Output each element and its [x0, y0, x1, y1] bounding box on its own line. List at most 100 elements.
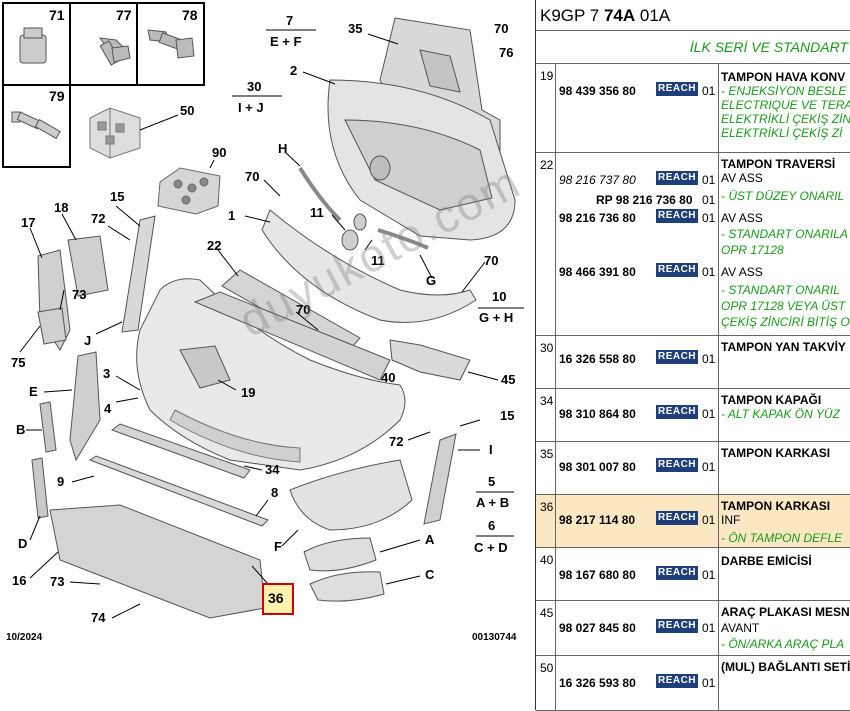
air-duct-19-shape	[179, 345, 231, 389]
callout-71: 71	[49, 7, 65, 23]
part-note: - STANDART ONARILA	[721, 227, 848, 241]
column-divider	[718, 656, 719, 710]
part-number[interactable]: 98 217 114 80	[559, 513, 636, 527]
strip-9-shape	[88, 455, 269, 527]
part-number[interactable]: 98 167 680 80	[559, 568, 636, 582]
bumper-upper-1-shape	[261, 209, 477, 323]
part-number[interactable]: 16 326 558 80	[559, 352, 636, 366]
side-bracket-I-shape	[423, 433, 457, 525]
callout-6: 6	[488, 518, 496, 533]
quantity: 01	[702, 84, 716, 98]
catalog-subtitle-bar: İLK SERİ VE STANDART	[536, 31, 850, 64]
part-number[interactable]: 98 027 845 80	[559, 621, 636, 635]
callout-30: 30	[247, 79, 262, 94]
fastener-inset-grid	[2, 2, 205, 168]
quantity: 01	[702, 265, 716, 279]
callout-I: I	[489, 442, 493, 457]
exploded-parts-diagram: 71 77 78 79 50 90 7 E + F 30 I + J 35 70…	[2, 2, 529, 643]
part-note: - STANDART ONARIL	[721, 283, 840, 297]
part-name: DARBE EMİCİSİ	[721, 554, 812, 568]
catalog-header: K9GP 7 74A 01A	[536, 0, 850, 31]
callout-4: 4	[104, 401, 112, 416]
grille-2-shape	[327, 79, 516, 241]
bolt-77-shape	[98, 37, 131, 66]
callout-73-bottom: 73	[50, 574, 65, 589]
part-number[interactable]: 16 326 593 80	[559, 676, 636, 690]
part-number[interactable]: RP 98 216 736 80	[596, 193, 693, 207]
quantity: 01	[702, 460, 716, 474]
callout-15-left: 15	[110, 189, 125, 204]
strip-B-shape	[39, 401, 57, 453]
callout-90: 90	[212, 145, 227, 160]
column-divider	[555, 548, 556, 600]
callout-72-right: 72	[389, 434, 404, 449]
part-number[interactable]: 98 216 737 80	[559, 173, 636, 187]
column-divider	[555, 153, 556, 335]
quantity: 01	[702, 676, 716, 690]
reach-badge: REACH	[656, 82, 698, 96]
catalog-code-bold: 74A	[603, 6, 636, 25]
callout-75: 75	[11, 355, 26, 370]
part-index: 34	[540, 394, 554, 408]
column-divider	[718, 548, 719, 600]
callout-16: 16	[12, 573, 27, 588]
column-divider	[718, 64, 719, 152]
part-index: 19	[540, 69, 554, 83]
part-number[interactable]: 98 439 356 80	[559, 84, 636, 98]
part-number[interactable]: 98 466 391 80	[559, 265, 636, 279]
callout-G: G	[426, 273, 437, 288]
column-divider	[555, 601, 556, 655]
part-note: ELEKTRİKLİ ÇEKİŞ ZİN	[721, 112, 850, 126]
callout-30-sub: I + J	[238, 100, 264, 115]
clip-71-shape	[19, 27, 47, 64]
callout-45: 45	[501, 372, 516, 387]
column-divider	[718, 601, 719, 655]
callout-70-lower: 70	[296, 302, 311, 317]
callout-22: 22	[207, 238, 222, 253]
lower-grille-34-shape	[110, 423, 251, 479]
callout-73-top: 73	[72, 287, 87, 302]
column-divider	[555, 656, 556, 710]
part-number[interactable]: 98 301 007 80	[559, 460, 636, 474]
reach-badge: REACH	[656, 566, 698, 580]
callout-34: 34	[265, 462, 280, 477]
part-note: AVANT	[721, 621, 760, 635]
callout-7: 7	[286, 13, 294, 28]
part-note: AV ASS	[721, 211, 763, 225]
column-divider	[555, 389, 556, 441]
part-number[interactable]: 98 216 736 80	[559, 211, 636, 225]
column-divider	[718, 153, 719, 335]
callout-77: 77	[116, 7, 132, 23]
part-note: ELECTRIQUE VE TERA	[721, 98, 850, 112]
callout-6-sub: C + D	[474, 540, 508, 555]
callout-79: 79	[49, 88, 65, 104]
column-divider	[555, 442, 556, 494]
part-note: OPR 17128	[721, 243, 784, 257]
callout-74: 74	[91, 610, 106, 625]
quantity: 01	[702, 352, 716, 366]
callout-35: 35	[348, 21, 363, 36]
part-number[interactable]: 98 310 864 80	[559, 407, 636, 421]
column-divider	[718, 336, 719, 388]
callout-76: 76	[499, 45, 514, 60]
part-name: (MUL) BAĞLANTI SETİ	[721, 660, 850, 674]
callout-15-right: 15	[500, 408, 515, 423]
column-divider	[718, 442, 719, 494]
quantity: 01	[702, 407, 716, 421]
part-index: 35	[540, 447, 554, 461]
part-note: AV ASS	[721, 171, 763, 185]
chrome-strip-H-shape	[298, 166, 342, 222]
part-index: 45	[540, 606, 554, 620]
catalog-code: K9GP 7 74A 01A	[540, 6, 670, 26]
chrome-strip-G-shape	[377, 228, 429, 250]
strip-D-shape	[31, 457, 49, 519]
